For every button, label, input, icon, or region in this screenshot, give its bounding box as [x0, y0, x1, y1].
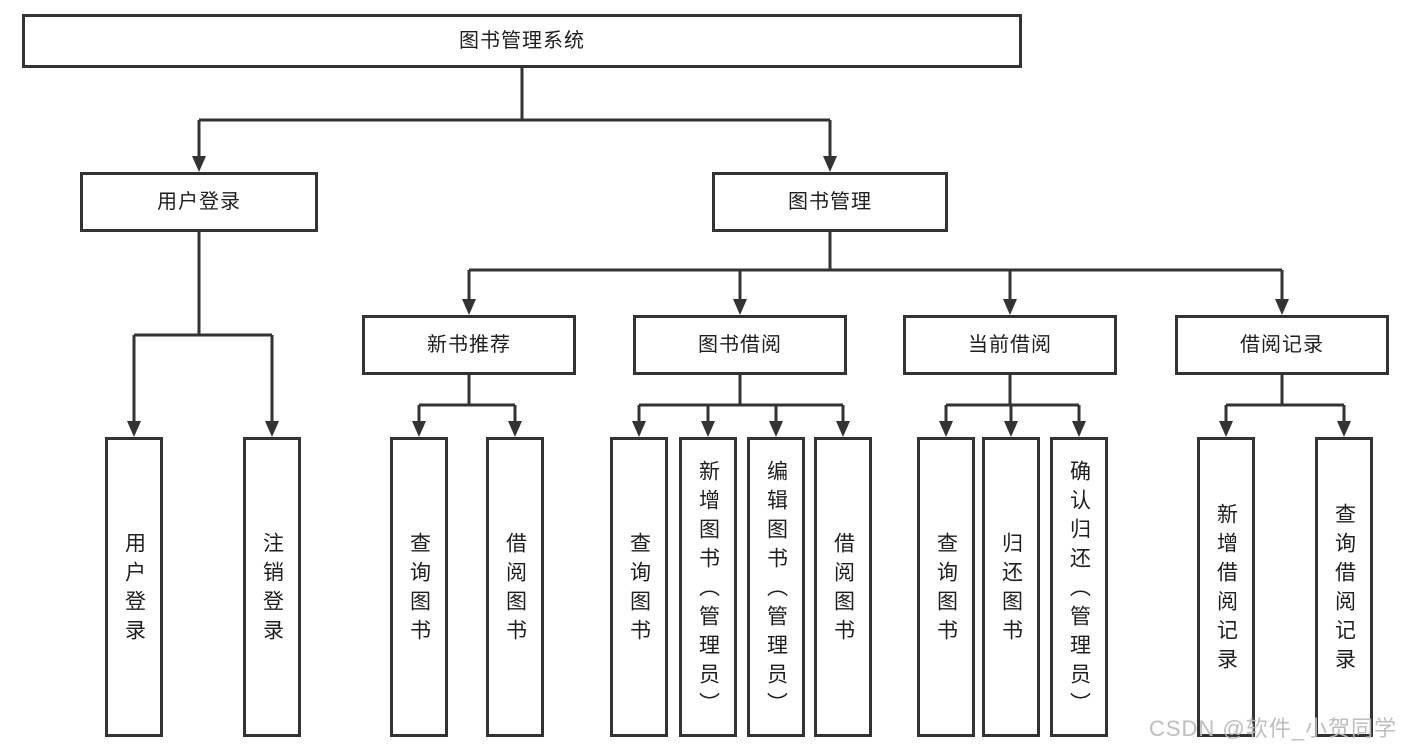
leaf-recommend-borrow-books: 借阅图书: [486, 437, 544, 737]
connector-lines: [132, 68, 1346, 423]
leaf-logout: 注销登录: [243, 437, 301, 737]
node-new-book-recommendation: 新书推荐: [362, 315, 576, 375]
leaf-recommend-query-books: 查询图书: [390, 437, 448, 737]
node-user-login: 用户登录: [80, 172, 318, 232]
node-book-management: 图书管理: [712, 172, 948, 232]
node-library-management-system: 图书管理系统: [22, 14, 1022, 68]
arrow-down-icons: [127, 156, 1351, 437]
node-borrowing-records: 借阅记录: [1175, 315, 1389, 375]
leaf-user-login: 用户登录: [105, 437, 163, 737]
leaf-borrow-add-books-admin: 新增图书（管理员）: [679, 437, 737, 737]
node-current-borrowing: 当前借阅: [903, 315, 1117, 375]
node-book-borrowing: 图书借阅: [633, 315, 847, 375]
leaf-record-query-borrow-record: 查询借阅记录: [1315, 437, 1373, 737]
leaf-borrow-edit-books-admin: 编辑图书（管理员）: [747, 437, 805, 737]
leaf-borrow-query-books: 查询图书: [610, 437, 668, 737]
leaf-current-query-books: 查询图书: [917, 437, 975, 737]
leaf-borrow-borrow-books: 借阅图书: [814, 437, 872, 737]
leaf-record-add-borrow-record: 新增借阅记录: [1197, 437, 1255, 737]
leaf-current-return-books: 归还图书: [982, 437, 1040, 737]
leaf-current-confirm-return-admin: 确认归还（管理员）: [1050, 437, 1108, 737]
